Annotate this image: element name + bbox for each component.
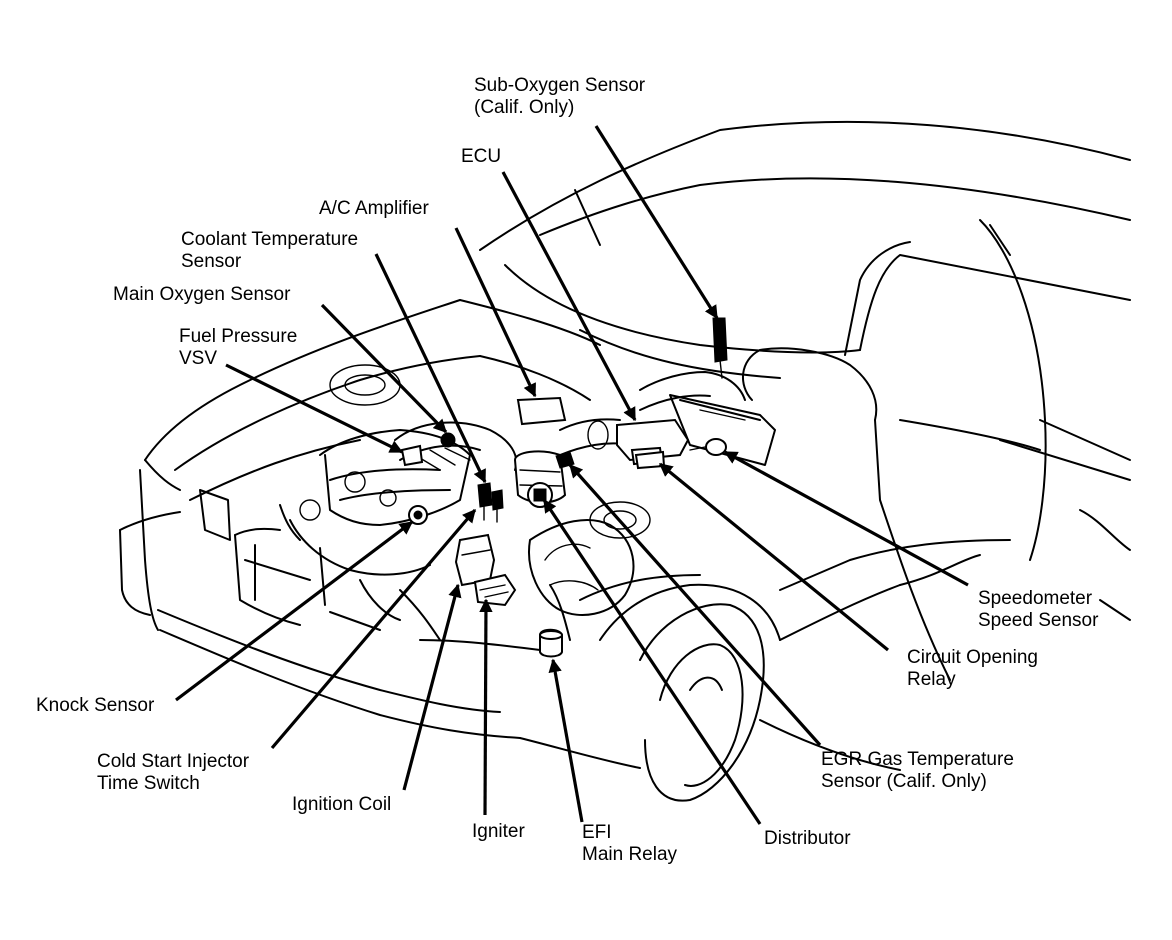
label-ac-amplifier: A/C Amplifier	[319, 198, 429, 219]
leader-coolant-temperature-sensor	[374, 253, 487, 484]
leader-circuit-opening-relay	[658, 462, 890, 652]
leader-ecu	[501, 171, 637, 422]
car-body	[119, 120, 1131, 802]
coolant-temperature-sensor-part	[477, 482, 504, 523]
label-ignition-coil: Ignition Coil	[292, 794, 392, 815]
leader-knock-sensor	[175, 520, 414, 702]
fuel-pressure-vsv-part	[400, 444, 424, 467]
label-fuel-pressure-vsv: Fuel Pressure VSV	[179, 326, 298, 369]
main-oxygen-sensor-part	[440, 432, 456, 448]
leader-lines	[175, 125, 969, 825]
label-egr-gas-temperature-sensor: EGR Gas Temperature Sensor (Calif. Only)	[821, 749, 1014, 792]
label-ecu: ECU	[461, 146, 502, 167]
label-circuit-opening-relay: Circuit Opening Relay	[907, 647, 1038, 690]
label-main-oxygen-sensor: Main Oxygen Sensor	[113, 284, 291, 305]
leader-speedometer-speed-sensor	[723, 450, 969, 587]
label-cold-start-injector-time-switch: Cold Start Injector Time Switch	[97, 751, 250, 794]
label-efi-main-relay: EFI Main Relay	[582, 822, 678, 865]
leader-egr-gas-temperature-sensor	[568, 463, 822, 747]
ignition-coil-part	[454, 533, 496, 587]
leader-ac-amplifier	[454, 227, 537, 398]
label-knock-sensor: Knock Sensor	[36, 695, 155, 716]
label-speedometer-speed-sensor: Speedometer Speed Sensor	[978, 588, 1099, 631]
label-coolant-temperature-sensor: Coolant Temperature Sensor	[181, 229, 359, 272]
leader-main-oxygen-sensor	[320, 303, 448, 434]
label-sub-oxygen-sensor: Sub-Oxygen Sensor (Calif. Only)	[474, 75, 646, 118]
leader-igniter	[479, 598, 493, 816]
leader-cold-start-injector-time-switch	[270, 508, 477, 750]
ac-amplifier-part	[516, 396, 567, 426]
label-igniter: Igniter	[472, 821, 525, 842]
leader-distributor	[542, 498, 762, 825]
leader-efi-main-relay	[548, 658, 584, 823]
label-distributor: Distributor	[764, 828, 851, 849]
leader-sub-oxygen-sensor	[594, 125, 719, 320]
speedometer-speed-sensor-part	[705, 438, 727, 456]
leader-ignition-coil	[402, 583, 462, 791]
component-parts	[400, 317, 728, 658]
leader-fuel-pressure-vsv	[225, 363, 404, 454]
sub-oxygen-sensor-part	[712, 317, 728, 363]
